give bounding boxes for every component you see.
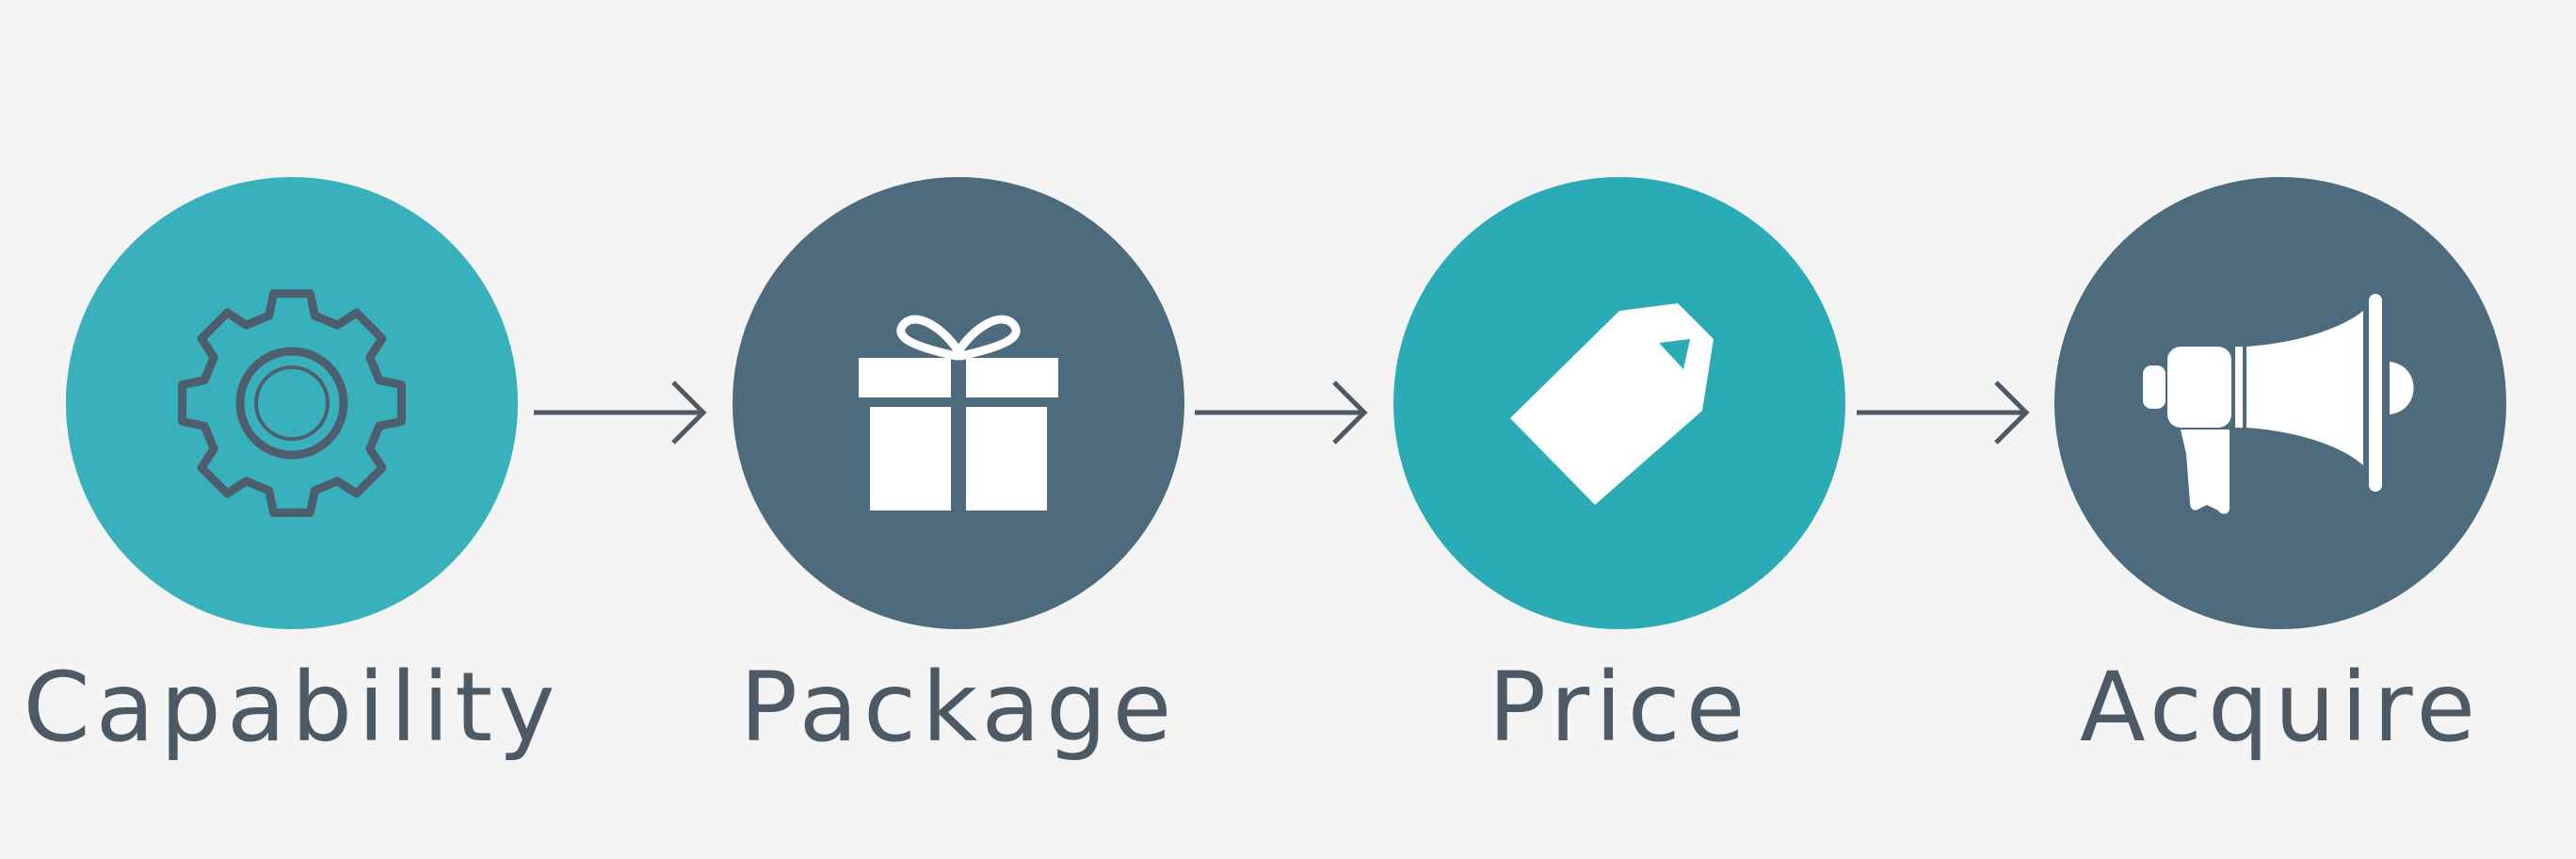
arrow-right-icon xyxy=(1195,381,1368,445)
megaphone-icon xyxy=(2139,290,2422,516)
step-package-circle xyxy=(733,177,1184,629)
price-tag-icon xyxy=(1506,290,1732,516)
gift-icon xyxy=(855,290,1062,516)
step-label-package: Package xyxy=(739,652,1178,764)
step-acquire: Acquire xyxy=(2054,177,2506,764)
gear-icon xyxy=(169,281,414,526)
step-acquire-circle xyxy=(2054,177,2506,629)
step-price: Price xyxy=(1393,177,1845,764)
step-price-circle xyxy=(1393,177,1845,629)
step-label-price: Price xyxy=(1488,652,1751,764)
step-package: Package xyxy=(733,177,1184,764)
arrow-right-icon xyxy=(534,381,707,445)
step-capability: Capability xyxy=(23,177,555,764)
arrow-right-icon xyxy=(1857,381,2030,445)
step-capability-circle xyxy=(66,177,518,629)
step-label-acquire: Acquire xyxy=(2079,652,2482,764)
step-label-capability: Capability xyxy=(23,652,561,764)
